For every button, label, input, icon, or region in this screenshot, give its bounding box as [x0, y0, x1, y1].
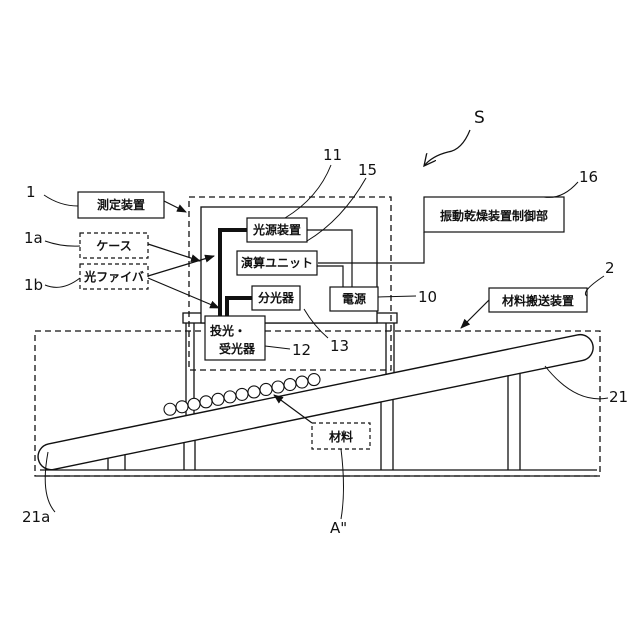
material-particle: [176, 401, 188, 413]
spectrometer-label: 分光器: [258, 290, 295, 305]
material-particle: [164, 403, 176, 415]
computing-unit-label: 演算ユニット: [241, 255, 313, 270]
ref-11: 11: [323, 146, 342, 164]
power-supply-label: 電源: [342, 291, 366, 306]
trough: [38, 335, 593, 470]
ref-10: 10: [418, 288, 437, 306]
ref-2: 2: [605, 259, 615, 277]
material-particle: [248, 386, 260, 398]
material-particle: [212, 393, 224, 405]
material-particle: [284, 379, 296, 391]
material-particle: [260, 383, 272, 395]
ref-1a: 1a: [24, 229, 43, 247]
measuring-device-label: 測定装置: [97, 197, 145, 212]
ref-S: S: [474, 108, 485, 128]
ref-16: 16: [579, 168, 598, 186]
material-particle: [236, 388, 248, 400]
conveyor-label: 材料搬送装置: [501, 293, 574, 308]
ref-15: 15: [358, 161, 377, 179]
ref-21a: 21a: [22, 508, 50, 526]
emitter-receiver-label-1: 投光・: [210, 323, 246, 338]
ref-1b: 1b: [24, 276, 43, 294]
ref-13: 13: [330, 337, 349, 355]
ref-21: 21: [609, 388, 628, 406]
ref-A: A": [330, 519, 347, 537]
material-particle: [272, 381, 284, 393]
light-source-label: 光源装置: [252, 222, 301, 237]
dryer-controller-label: 振動乾燥装置制御部: [440, 208, 548, 223]
left-leaders: [44, 195, 80, 287]
emitter-receiver-label-2: 受光器: [219, 341, 256, 356]
material-label: 材料: [328, 429, 353, 444]
material-particle: [224, 391, 236, 403]
ref-12: 12: [292, 341, 311, 359]
material-particle: [308, 374, 320, 386]
ref-1: 1: [26, 183, 36, 201]
optical-fiber-label: 光ファイバ: [83, 269, 144, 284]
material-particle: [296, 376, 308, 388]
case-label: ケース: [96, 239, 131, 253]
material-particle: [188, 398, 200, 410]
material-particle: [200, 396, 212, 408]
